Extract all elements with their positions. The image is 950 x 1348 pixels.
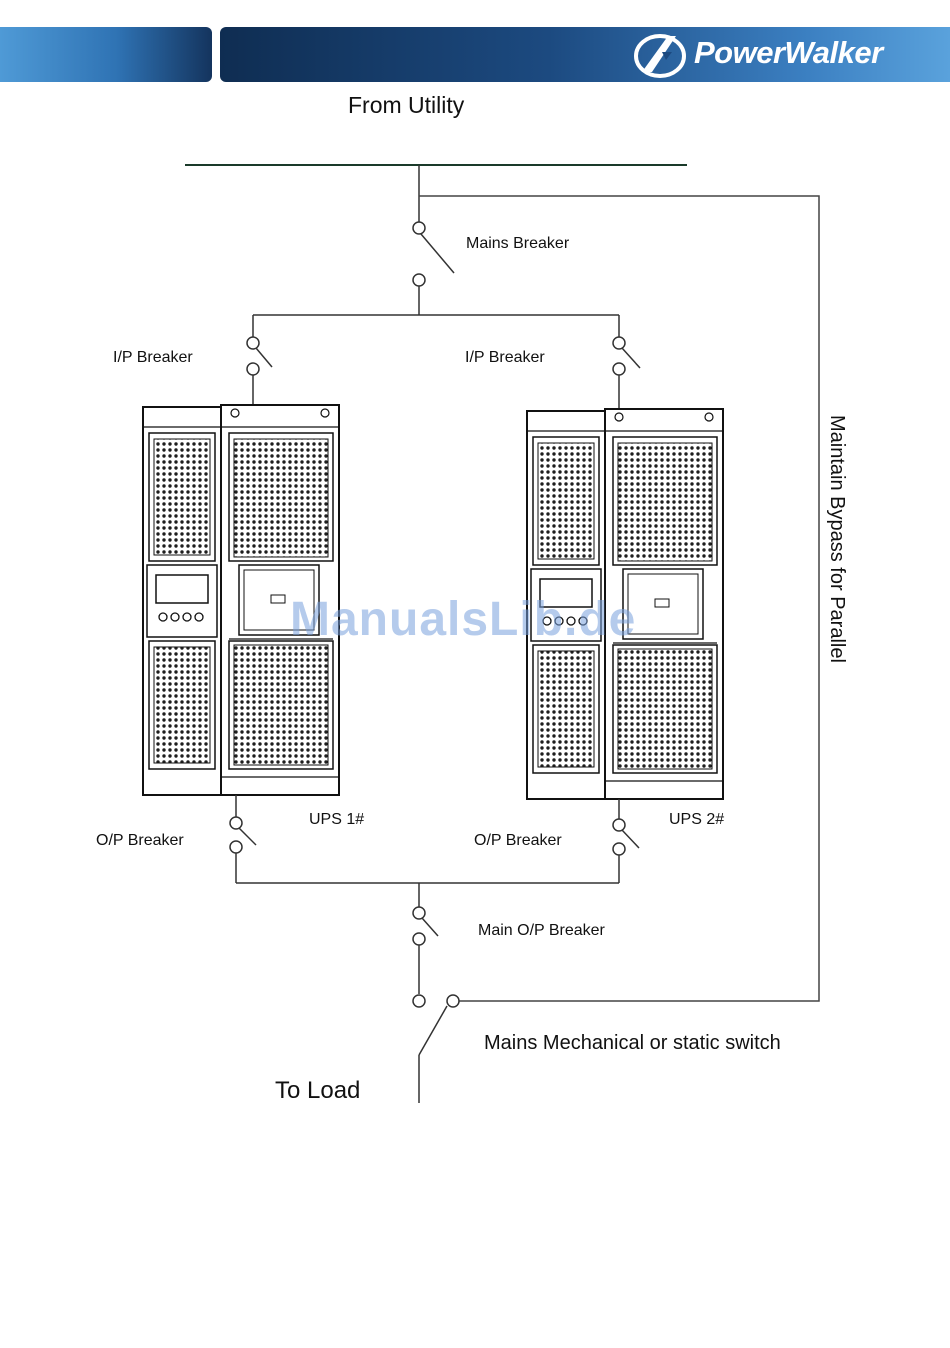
to-load-label: To Load (275, 1077, 360, 1104)
op-breaker-2 (613, 799, 639, 883)
mains-switch-label: Mains Mechanical or static switch (484, 1032, 781, 1054)
input-distribution (253, 315, 619, 337)
watermark: ManualsLib.de (290, 592, 670, 647)
op-breaker-2-label: O/P Breaker (474, 832, 562, 849)
ip-breaker-2 (613, 337, 640, 410)
bypass-label: Maintain Bypass for Parallel (826, 415, 848, 663)
mains-switch (413, 995, 459, 1103)
op-breaker-1-label: O/P Breaker (96, 832, 184, 849)
op-breaker-1 (230, 795, 256, 883)
ip-breaker-2-label: I/P Breaker (465, 349, 545, 366)
ups-2-label: UPS 2# (669, 811, 724, 828)
mains-breaker-label: Mains Breaker (466, 235, 570, 252)
main-op-breaker (413, 883, 438, 994)
from-utility-label: From Utility (348, 92, 465, 118)
mains-breaker (413, 165, 454, 315)
ip-breaker-1 (247, 337, 272, 405)
ip-breaker-1-label: I/P Breaker (113, 349, 193, 366)
ups-1-label: UPS 1# (309, 811, 364, 828)
main-op-breaker-label: Main O/P Breaker (478, 922, 606, 939)
